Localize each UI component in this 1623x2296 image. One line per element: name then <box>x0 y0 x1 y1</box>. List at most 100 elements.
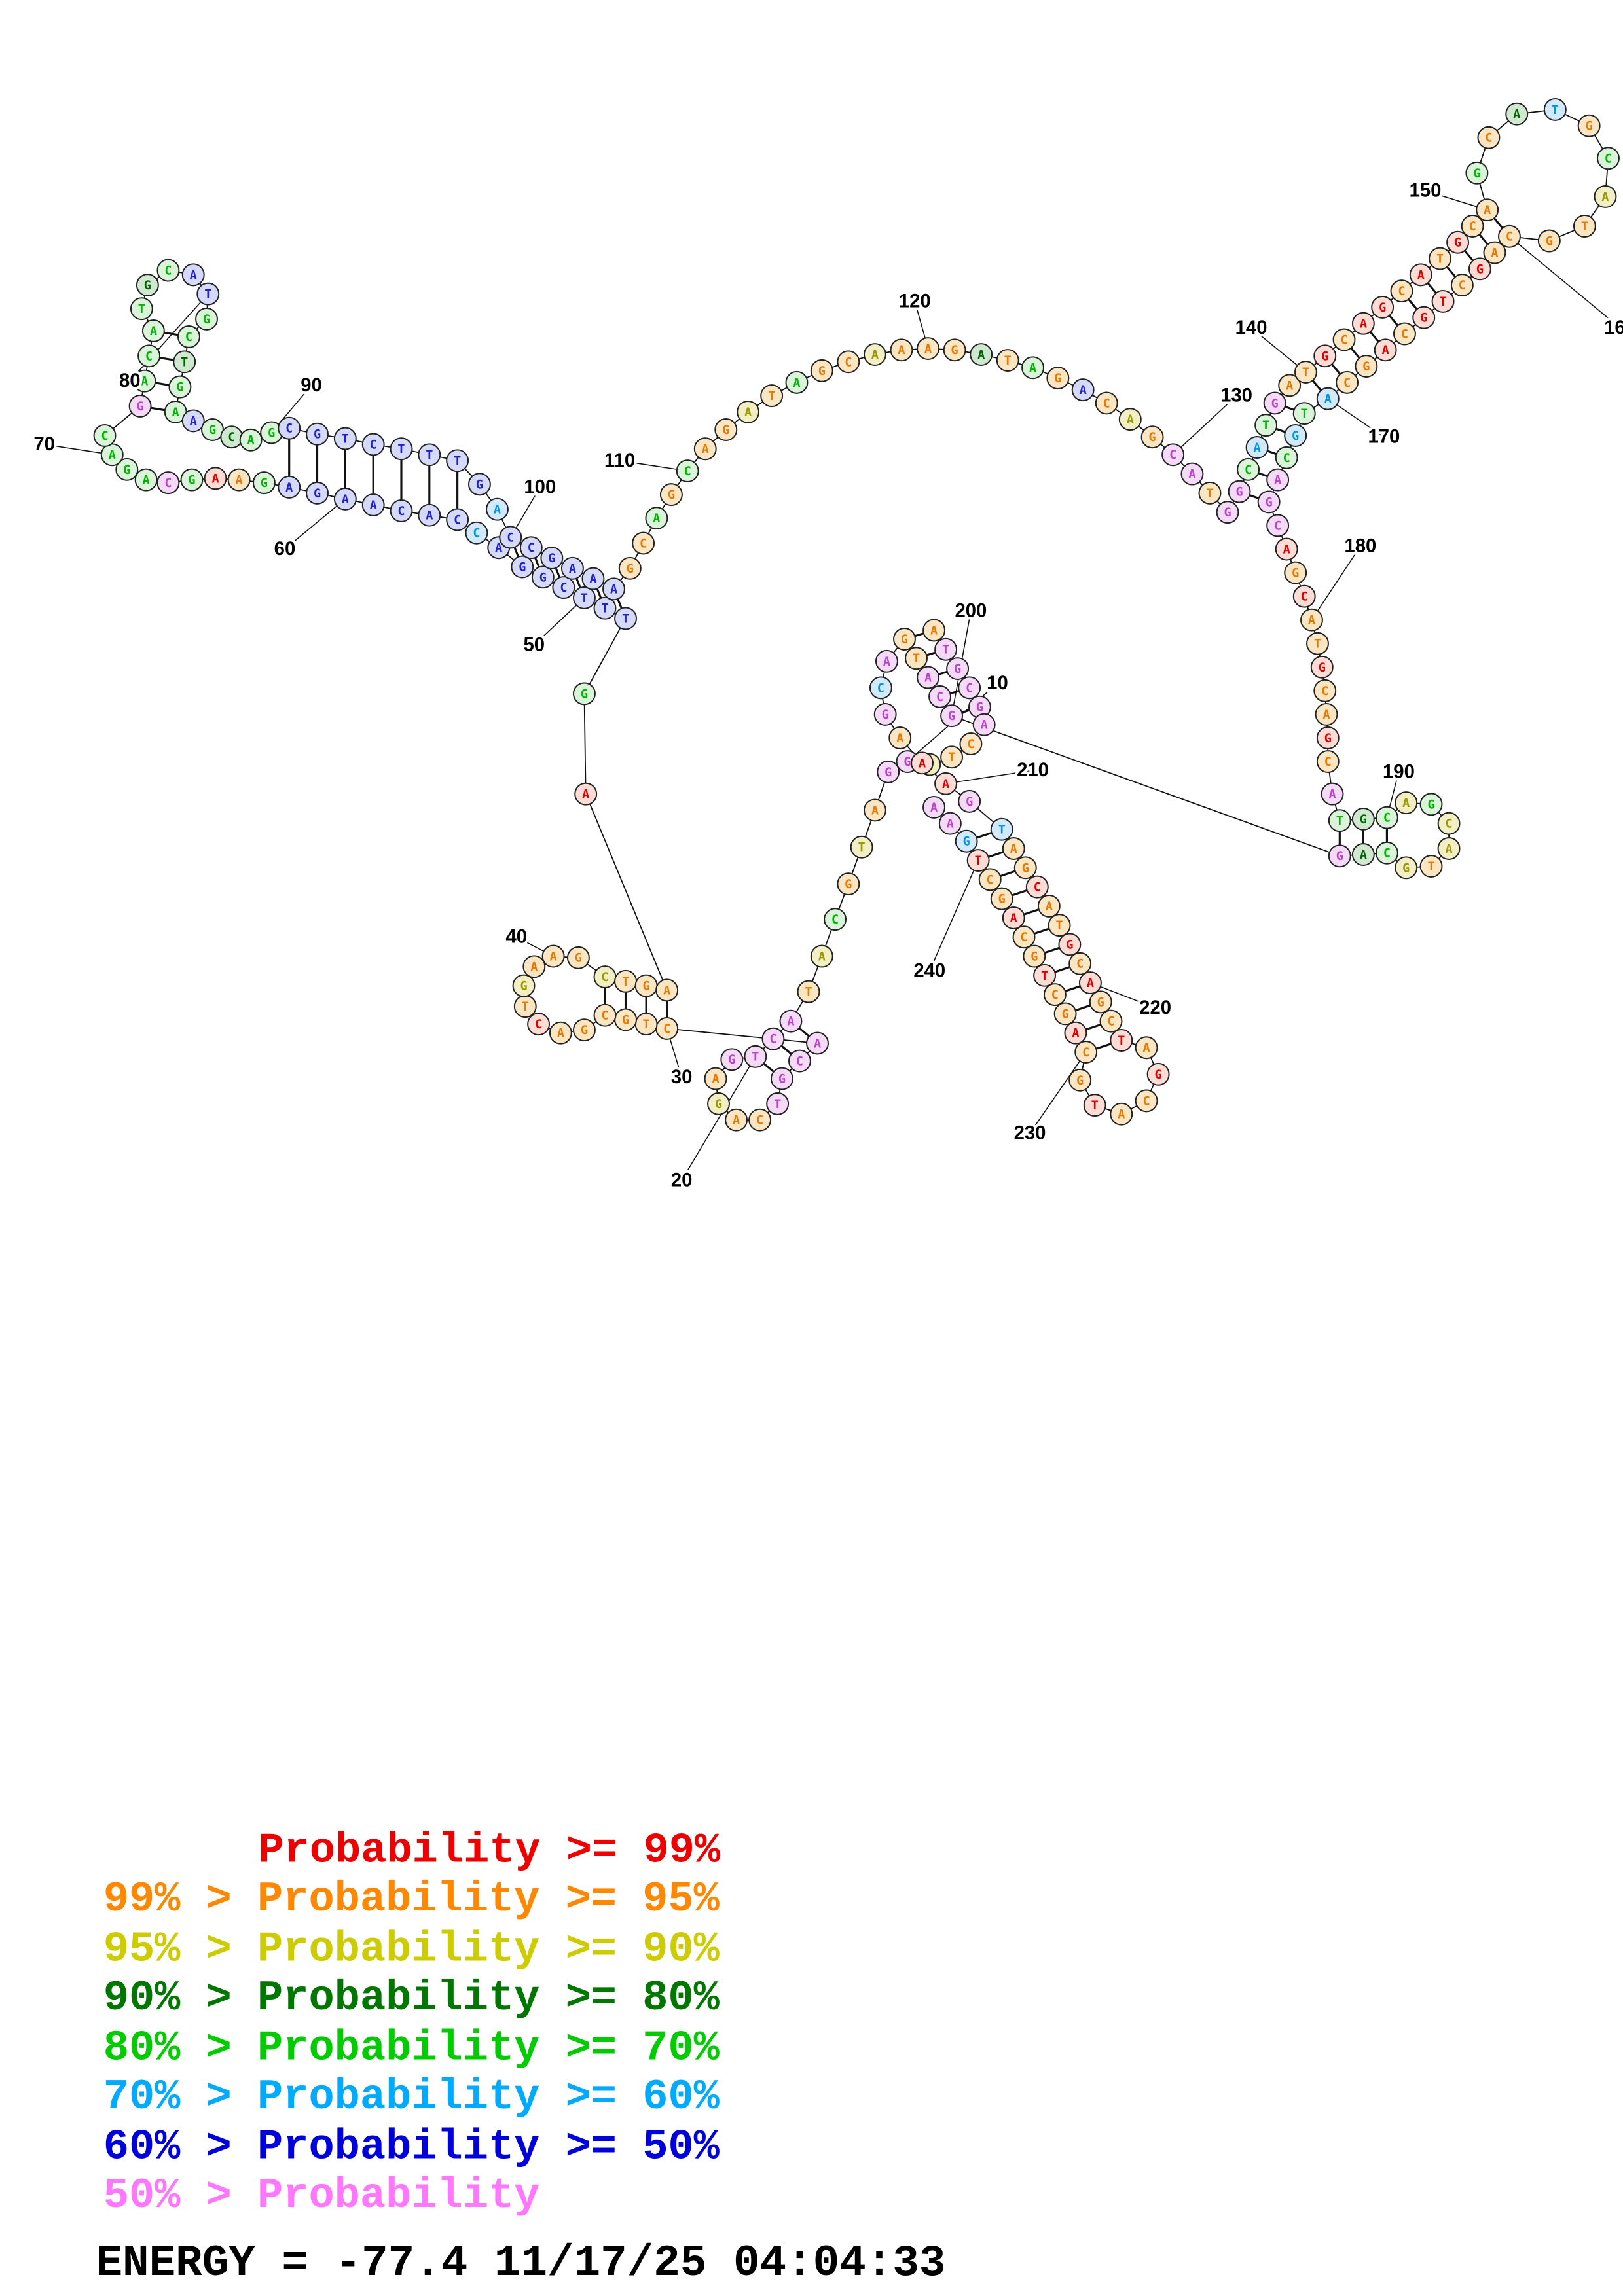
nucleotide-circle <box>1068 952 1092 975</box>
nucleotide-letter: A <box>1491 247 1498 260</box>
nucleotide-letter: C <box>145 350 153 363</box>
nucleotide-node: A <box>133 369 156 393</box>
nucleotide-letter: G <box>948 709 955 723</box>
nucleotide-circle <box>863 798 886 822</box>
nucleotide-node: A <box>863 798 886 822</box>
nucleotide-letter: G <box>1324 732 1332 745</box>
nucleotide-circle <box>1537 229 1561 253</box>
nucleotide-letter: T <box>1439 295 1446 309</box>
nucleotide-circle <box>785 370 809 394</box>
nucleotide-node: C <box>788 1049 811 1073</box>
nucleotide-letter: A <box>190 414 197 428</box>
nucleotide-node: A <box>1351 843 1375 866</box>
nucleotide-circle <box>645 507 668 530</box>
legend-line-3: 95% > Probability >= 90% <box>103 1926 720 1974</box>
nucleotide-node: G <box>511 555 534 579</box>
nucleotide-letter: G <box>188 474 195 488</box>
position-label-20: 20 <box>671 1170 693 1191</box>
nucleotide-letter: C <box>987 873 994 887</box>
nucleotide-circle <box>1468 257 1491 281</box>
nucleotide-circle <box>837 872 860 896</box>
nucleotide-circle <box>252 471 276 495</box>
nucleotide-circle <box>972 713 996 736</box>
nucleotide-node: G <box>136 274 159 297</box>
nucleotide-circle <box>955 829 978 853</box>
nucleotide-node: G <box>707 1092 730 1115</box>
nucleotide-letter: G <box>882 708 889 722</box>
nucleotide-letter: G <box>539 571 547 584</box>
nucleotide-circle <box>928 685 952 708</box>
nucleotide-node: C <box>959 732 983 755</box>
nucleotide-node: T <box>593 596 617 620</box>
nucleotide-node: T <box>1110 1029 1133 1052</box>
nucleotide-letter: A <box>172 406 179 420</box>
nucleotide-circle <box>128 394 152 418</box>
nucleotide-letter: G <box>144 279 151 293</box>
nucleotide-letter: C <box>1143 1094 1150 1108</box>
nucleotide-letter: G <box>314 428 321 442</box>
nucleotide-circle <box>693 437 717 461</box>
nucleotide-node: A <box>522 955 546 978</box>
nucleotide-letter: C <box>560 581 567 595</box>
nucleotide-circle <box>467 473 491 496</box>
nucleotide-node: C <box>837 350 860 374</box>
nucleotide-circle <box>549 1021 572 1045</box>
nucleotide-node: C <box>93 424 117 447</box>
nucleotide-circle <box>418 503 441 527</box>
nucleotide-circle <box>130 297 153 321</box>
nucleotide-circle <box>1198 481 1222 505</box>
nucleotide-letter: G <box>1321 350 1328 363</box>
nucleotide-node: A <box>239 428 263 452</box>
nucleotide-letter: A <box>1484 204 1491 217</box>
nucleotide-circle <box>499 526 522 549</box>
nucleotide-letter: A <box>733 1114 740 1128</box>
nucleotide-letter: T <box>1301 407 1308 421</box>
label-leader <box>284 498 346 550</box>
nucleotide-node: T <box>744 1045 767 1068</box>
nucleotide-letter: A <box>1328 788 1336 802</box>
nucleotide-node: C <box>177 325 200 348</box>
nucleotide-node: G <box>1351 807 1375 831</box>
nucleotide-letter: T <box>998 823 1006 837</box>
nucleotide-letter: G <box>209 423 216 437</box>
nucleotide-circle <box>446 508 469 531</box>
nucleotide-circle <box>940 745 964 769</box>
nucleotide-circle <box>760 384 784 408</box>
nucleotide-letter: C <box>756 1114 763 1128</box>
nucleotide-circle <box>1505 102 1529 126</box>
nucleotide-node: G <box>1412 306 1436 329</box>
nucleotide-circle <box>1395 791 1418 815</box>
nucleotide-letter: G <box>548 552 555 565</box>
nucleotide-circle <box>934 772 958 795</box>
nucleotide-node: A <box>938 812 962 835</box>
nucleotide-node: G <box>877 760 900 783</box>
nucleotide-circle <box>1315 702 1338 726</box>
nucleotide-node: G <box>1395 856 1418 880</box>
nucleotide-circle <box>990 887 1013 910</box>
nucleotide-circle <box>744 1045 767 1068</box>
nucleotide-circle <box>655 978 679 1002</box>
nucleotide-node: C <box>748 1108 772 1132</box>
nucleotide-node: C <box>1336 370 1359 394</box>
nucleotide-node: A <box>1300 608 1323 632</box>
nucleotide-node: T <box>1292 402 1316 425</box>
nucleotide-letter: A <box>1324 393 1332 406</box>
position-label-50: 50 <box>524 634 545 656</box>
nucleotide-letter: T <box>581 592 588 605</box>
nucleotide-letter: G <box>1427 798 1434 812</box>
nucleotide-circle <box>333 487 357 511</box>
nucleotide-node: A <box>574 782 598 806</box>
legend-line-6: 70% > Probability >= 60% <box>103 2073 720 2121</box>
nucleotide-circle <box>725 1108 748 1132</box>
nucleotide-node: G <box>1146 1062 1170 1086</box>
nucleotide-letter: A <box>1283 543 1290 556</box>
nucleotide-circle <box>1216 501 1239 524</box>
nucleotide-node: A <box>1505 102 1529 126</box>
nucleotide-node: C <box>278 416 301 440</box>
nucleotide-node: A <box>888 726 912 749</box>
nucleotide-letter: G <box>1586 120 1593 134</box>
position-label-240: 240 <box>913 960 945 982</box>
nucleotide-letter: T <box>913 652 920 666</box>
nucleotide-node: A <box>922 619 946 642</box>
nucleotide-letter: C <box>1020 931 1027 944</box>
